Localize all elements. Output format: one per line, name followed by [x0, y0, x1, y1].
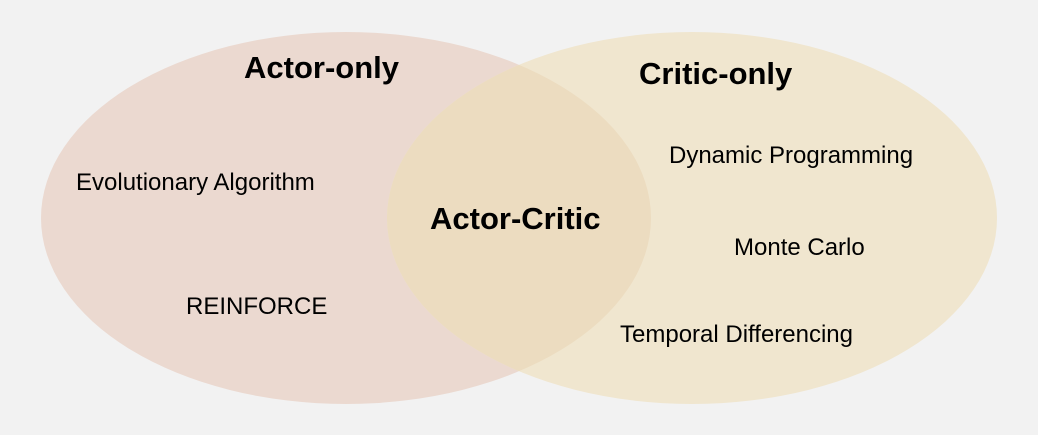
actor-only-item: REINFORCE: [186, 293, 328, 320]
critic-only-item: Dynamic Programming: [669, 142, 914, 169]
critic-only-title: Critic-only: [639, 56, 793, 91]
actor-critic-title: Actor-Critic: [430, 201, 601, 236]
actor-only-item: Evolutionary Algorithm: [76, 169, 315, 196]
critic-only-item: Monte Carlo: [734, 234, 865, 261]
actor-critic-overlap: [387, 32, 651, 404]
actor-only-title: Actor-only: [244, 50, 399, 85]
critic-only-item: Temporal Differencing: [620, 321, 854, 348]
